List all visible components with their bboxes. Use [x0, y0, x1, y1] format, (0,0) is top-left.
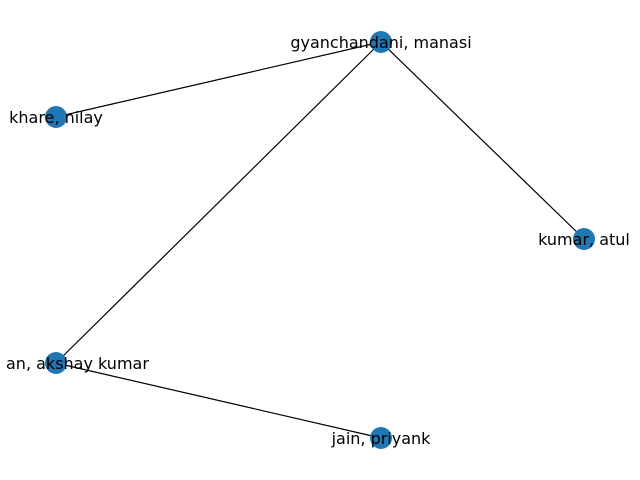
- node-marker: [45, 352, 67, 374]
- node-label-gyanchandani: gyanchandani, manasi: [290, 33, 471, 52]
- node-label-kumar: kumar, atul: [538, 230, 630, 249]
- node-marker: [573, 228, 595, 250]
- node-label-khare: khare, nilay: [9, 108, 103, 127]
- node-gyanchandani[interactable]: gyanchandani, manasi: [290, 31, 472, 53]
- node-label-jain: jain, priyank: [331, 429, 432, 448]
- edges-layer: [55, 41, 585, 439]
- node-khare[interactable]: khare, nilay: [9, 106, 103, 128]
- node-marker: [370, 427, 392, 449]
- node-jain[interactable]: jain, priyank: [331, 427, 432, 449]
- node-marker: [370, 31, 392, 53]
- nodes-layer: gyanchandani, manasi khare, nilay kumar,…: [6, 31, 630, 449]
- node-marker: [45, 106, 67, 128]
- edge-gyanchandani-khare: [55, 41, 382, 118]
- edge-gyanchandani-akshay: [55, 41, 382, 364]
- node-label-akshay: an, akshay kumar: [6, 354, 149, 373]
- edge-gyanchandani-kumar: [380, 41, 585, 240]
- node-kumar[interactable]: kumar, atul: [538, 228, 630, 250]
- node-akshay[interactable]: an, akshay kumar: [6, 352, 149, 374]
- edge-akshay-jain: [55, 362, 382, 439]
